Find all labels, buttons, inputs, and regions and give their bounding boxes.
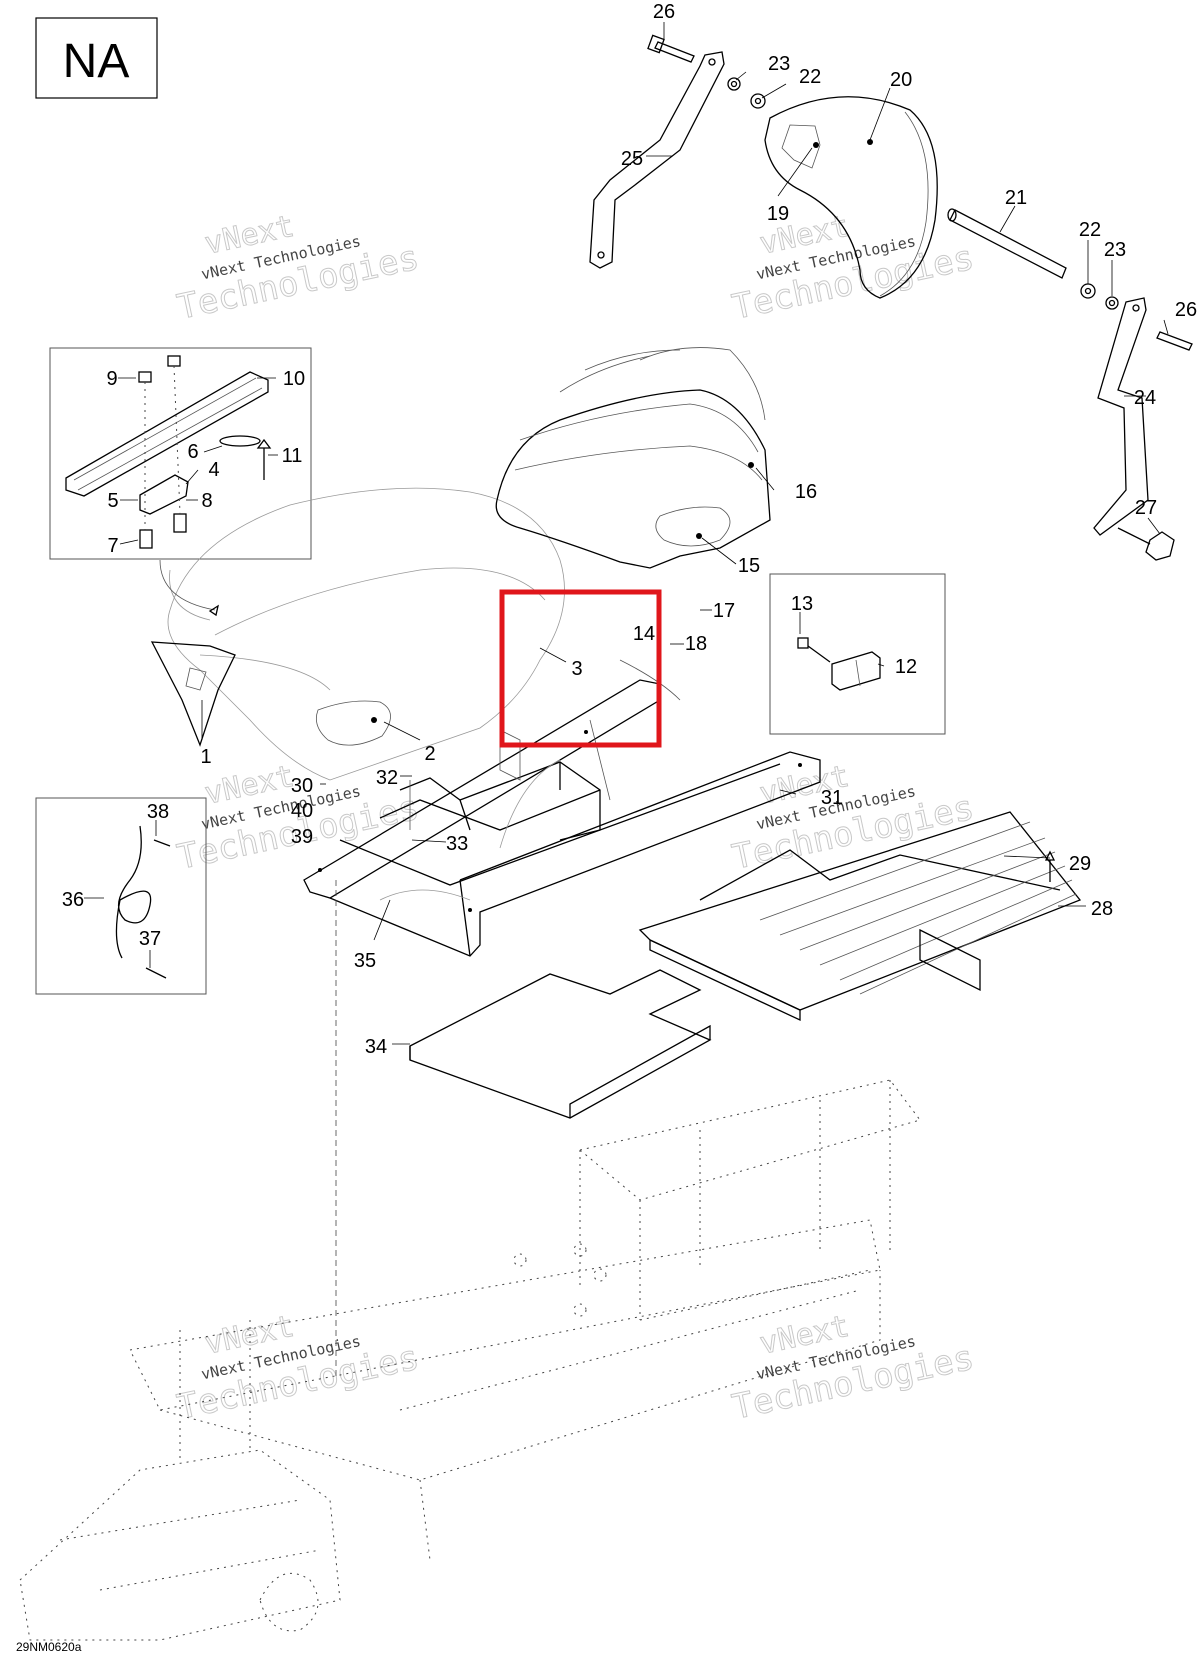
callout-10: 10 <box>283 368 305 390</box>
callout-1: 1 <box>200 746 211 768</box>
seat-hardware-inset <box>49 347 312 560</box>
callout-5: 5 <box>107 490 118 512</box>
callout-37: 37 <box>139 928 161 950</box>
callout-7: 7 <box>107 535 118 557</box>
callout-25: 25 <box>621 148 643 170</box>
callout-27: 27 <box>1135 497 1157 519</box>
callout-23: 23 <box>768 53 790 75</box>
callout-19: 19 <box>767 203 789 225</box>
callout-32: 32 <box>376 767 398 789</box>
callout-26: 26 <box>653 1 675 23</box>
callout-22: 22 <box>799 66 821 88</box>
callout-2: 2 <box>424 743 435 765</box>
tether-inset <box>35 797 207 995</box>
callout-30: 30 <box>291 775 313 797</box>
callout-11: 11 <box>282 445 303 467</box>
hinge-inset <box>769 573 946 735</box>
callout-28: 28 <box>1091 898 1113 920</box>
callout-4: 4 <box>208 459 219 481</box>
callout-3: 3 <box>571 658 582 680</box>
callout-31: 31 <box>821 787 843 809</box>
callout-6: 6 <box>187 441 198 463</box>
callout-40: 40 <box>291 800 313 822</box>
region-tag-text: NA <box>63 35 130 88</box>
callout-16: 16 <box>795 481 817 503</box>
backrest-assembly <box>589 34 1193 561</box>
region-tag: NA <box>35 17 158 99</box>
luggage-platform <box>638 811 1082 1022</box>
callout-36: 36 <box>62 889 84 911</box>
leader-lines <box>84 22 1169 1045</box>
callout-17: 17 <box>713 600 735 622</box>
callout-labels: 26 23 22 20 25 19 21 22 23 26 24 27 9 10… <box>62 1 1197 1058</box>
drawing-code: 29NM0620a <box>16 1640 82 1654</box>
callout-9: 9 <box>106 368 117 390</box>
callout-15: 15 <box>738 555 760 577</box>
callout-20: 20 <box>890 69 912 91</box>
callout-38: 38 <box>147 801 169 823</box>
callout-14: 14 <box>633 623 655 645</box>
seat-assembly <box>150 487 565 781</box>
highlight-box <box>499 589 662 748</box>
callout-26b: 26 <box>1175 299 1197 321</box>
callout-29: 29 <box>1069 853 1091 875</box>
callout-22b: 22 <box>1079 219 1101 241</box>
callout-13: 13 <box>791 593 813 615</box>
passenger-seat <box>495 347 771 569</box>
callout-21: 21 <box>1005 187 1027 209</box>
callout-24: 24 <box>1134 387 1156 409</box>
callout-23b: 23 <box>1104 239 1126 261</box>
callout-39: 39 <box>291 826 313 848</box>
callout-35: 35 <box>354 950 376 972</box>
chassis-tunnel <box>19 1079 921 1641</box>
rack-frame <box>303 659 821 957</box>
callout-18: 18 <box>685 633 707 655</box>
watermark-group: vNext vNext Technologies Technologies vN… <box>173 208 978 1428</box>
callout-33: 33 <box>446 833 468 855</box>
pad <box>409 969 712 1119</box>
callout-8: 8 <box>201 490 212 512</box>
callout-12: 12 <box>895 656 917 678</box>
callout-34: 34 <box>365 1036 387 1058</box>
